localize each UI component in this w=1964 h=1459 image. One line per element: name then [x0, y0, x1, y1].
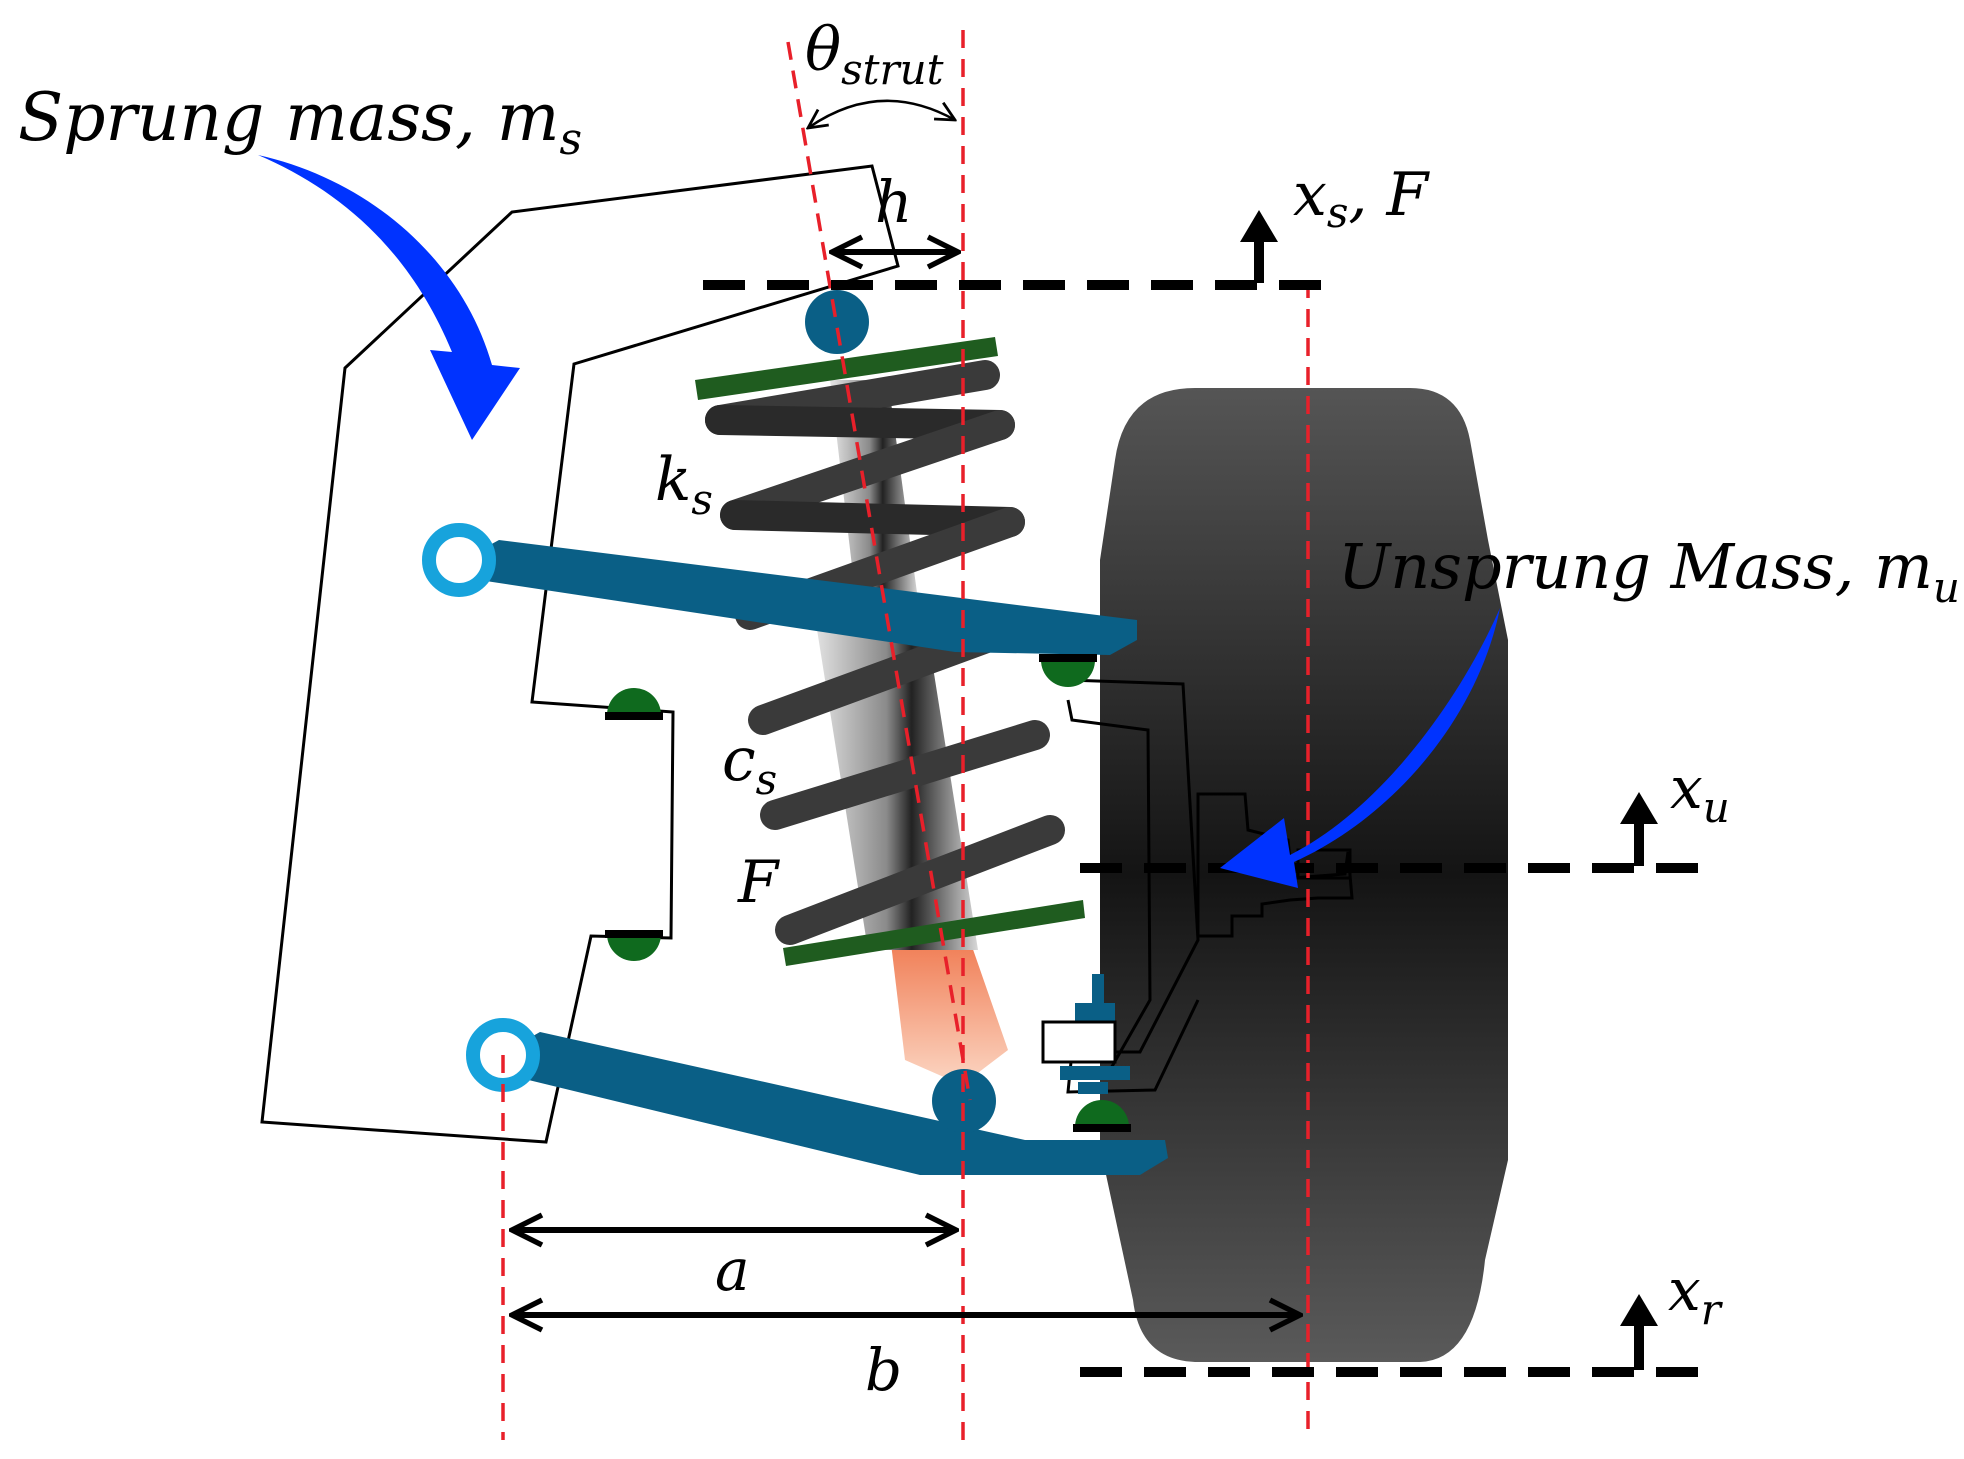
- theta-strut-label: θstrut: [805, 15, 944, 94]
- ks-label: ks: [655, 445, 713, 524]
- a-label: a: [715, 1236, 750, 1304]
- sprung-mass-label: Sprung mass, ms: [18, 79, 582, 165]
- strut-rod: [890, 935, 1008, 1085]
- xs-f-label: xs, F: [1293, 160, 1431, 237]
- upper-spring-seat: [695, 337, 998, 400]
- caliper-top: [1075, 1003, 1115, 1021]
- lower-control-arm: [508, 1032, 1168, 1175]
- up-arrow-icon: [1240, 210, 1278, 283]
- caliper-post: [1092, 974, 1104, 1010]
- unsprung-mass-label: Unsprung Mass, mu: [1338, 530, 1960, 612]
- caliper-block: [1041, 1020, 1117, 1064]
- upright-outline-inner: [1066, 699, 1152, 1071]
- lower-spring-seat: [783, 900, 1085, 966]
- up-arrow-icon: [1620, 1294, 1658, 1370]
- b-label: b: [865, 1336, 902, 1404]
- caliper-lower: [1060, 1066, 1130, 1080]
- tire: [1100, 388, 1508, 1362]
- xu-label: xu: [1670, 754, 1730, 832]
- bushings: [605, 654, 1131, 1132]
- curved-arrow-icon: [258, 155, 520, 440]
- curved-arrow-icon: [1220, 608, 1500, 888]
- force-f-label: F: [737, 848, 780, 916]
- cs-label: cs: [722, 725, 777, 804]
- guide-lines: [501, 30, 1310, 1440]
- upper-control-arm: [466, 540, 1137, 655]
- strut-bottom-mount: [932, 1069, 996, 1133]
- up-arrow-icon: [1620, 792, 1658, 866]
- xr-label: xr: [1668, 1256, 1724, 1334]
- caliper-base: [1078, 1082, 1108, 1094]
- strut-top-mount: [805, 290, 869, 354]
- reference-lines: [703, 280, 1702, 1377]
- h-label: h: [875, 168, 912, 236]
- sprung-mass-body: [260, 164, 900, 1144]
- theta-angle-arc: [808, 99, 955, 128]
- upper-arm-pivot-ring: [422, 523, 496, 597]
